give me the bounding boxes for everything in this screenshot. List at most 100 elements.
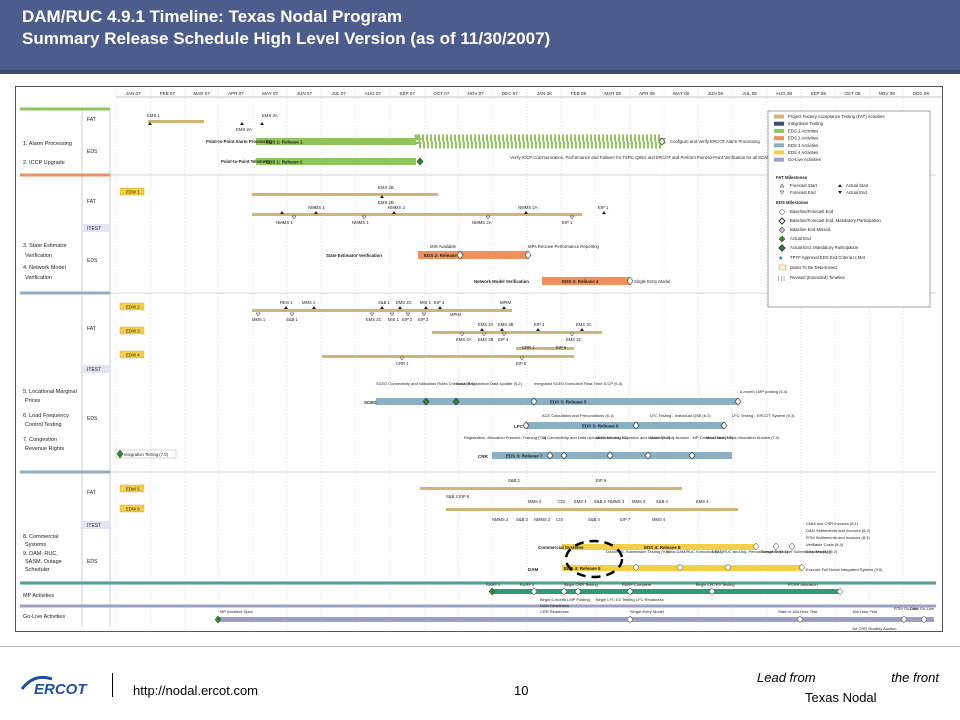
svg-text:EIP 3: EIP 3 [434,300,445,305]
section-nm-1: 4. Network Model [23,265,66,271]
month-label: MAY 07 [262,91,278,96]
label-p2p-telemetry: Point-to-Point Telemetry [221,159,271,164]
phase-fat-1: FAT [87,117,96,123]
bar-label-eds1-r1: EDS 1: Release 1 [266,140,303,145]
svg-text:MMS 4: MMS 4 [652,517,666,522]
label-ace-calc: ACE Calculation and Preconditions (6.1) [542,413,614,418]
svg-text:S&B 2 EIP 6: S&B 2 EIP 6 [446,494,470,499]
svg-text:ERCOT: ERCOT [34,681,88,698]
label-pcrr: PCRR Allocation [788,582,818,587]
legend-m7: Dates To Be Determined [790,265,837,270]
svg-text:MMS 2: MMS 2 [528,499,542,504]
svg-text:EDW 6: EDW 6 [126,507,140,512]
month-label: DEC 08 [913,91,930,96]
bar-eds1-release1-ext [414,134,666,149]
legend-swatch [774,157,784,162]
svg-text:EIP 3: EIP 3 [418,317,429,322]
phase-eds-3: EDS [87,416,98,422]
month-label: SEP 07 [399,91,415,96]
month-label: MAY 08 [673,91,689,96]
svg-text:S&B 3: S&B 3 [594,499,607,504]
bar-eds1-release1 [256,138,416,145]
legend-item-label: EDS 2 Activities [788,136,818,141]
svg-text:NMMS 1: NMMS 1 [276,220,293,225]
highlight-circle [564,539,624,579]
month-label: APR 07 [228,91,244,96]
svg-text:EMS 3A: EMS 3A [456,337,472,342]
legend-item-label: EDS 4 Activities [788,150,818,155]
edw1-box [119,187,145,196]
legend-swatch [774,136,784,141]
svg-text:EDW 2: EDW 2 [126,305,140,310]
month-label: FEB 07 [160,91,176,96]
footer-url[interactable]: http://nodal.ercot.com [133,683,259,698]
month-label: OCT 07 [433,91,449,96]
section-se-2: Verification [25,253,52,259]
svg-text:NMMS 3: NMMS 3 [534,517,551,522]
legend-eds-heading: EDS Milestones [776,200,809,205]
svg-text:EDW 4: EDW 4 [126,353,140,358]
svg-text:EMS 3B: EMS 3B [498,322,514,327]
label-commercial-systems: Commercial Systems [538,545,584,550]
legend: Project Factory Acceptance Testing (FAT)… [767,110,931,308]
section-cs-2: Systems [25,542,46,548]
section-se-1: 3. State Estimator [23,243,67,249]
page-number: 10 [514,683,529,698]
svg-text:MPIM: MPIM [450,312,461,317]
phase-eds-1: EDS [87,149,98,155]
month-label: AUG 08 [776,91,793,96]
slide-footer: ERCOT http://nodal.ercot.com 10 Lead fro… [0,646,960,720]
label-rtm-settle: RTM Settlements and Invoices (8.3) [806,535,870,540]
phase-itest-2: ITEST [87,367,101,373]
label-single-entry-model: Single-Entry Model [630,609,664,614]
svg-text:REG 1: REG 1 [280,300,293,305]
svg-text:EMS 3A: EMS 3A [478,322,494,327]
svg-text:EMS 2B: EMS 2B [378,200,394,205]
ercot-logo: ERCOT [20,671,94,699]
svg-text:EIP 2: EIP 2 [402,317,413,322]
fat-bar-ems1 [148,120,204,123]
bar-label-eds2-r3: EDS 2: Release 3 [424,253,461,258]
svg-text:S&B 1: S&B 1 [286,317,299,322]
tbd-swatch [778,264,787,271]
fat-bar-reg [252,309,512,312]
svg-text:EDW 5: EDW 5 [126,487,140,492]
bar-eds2-release3 [418,251,528,259]
section-crr-1: 7. Congestion [23,437,57,443]
month-label: NOV 08 [878,91,895,96]
svg-text:EIP 4: EIP 4 [498,337,509,342]
label-rarf-complete: RARF Complete [622,582,652,587]
svg-text:EIP 5: EIP 5 [556,345,567,350]
label-outage: Outage Scheduler Submission Testing (9.2… [760,549,838,554]
section-lmp-1: 5. Locational Marginal [23,389,77,395]
label-lfc-ind: LFC Testing - Individual QSE (6.2) [650,413,711,418]
svg-text:EMS 2C: EMS 2C [366,317,382,322]
legend-m2: Baseline/Forecast End, Mandatory Partici… [790,218,881,223]
legend-fat-heading: FAT Milestones [776,175,808,180]
phase-fat-2: FAT [87,199,96,205]
section-iccp: 2. ICCP Upgrade [23,160,65,166]
label-sced-conn: SCED Connectivity and Validation Rules C… [376,381,476,386]
label-start-168: Start of 168-Hour Test [778,609,818,614]
legend-swatch [774,128,784,133]
legend-m3: Baseline End Missed [790,227,831,232]
svg-text:S&B 2: S&B 2 [508,478,521,483]
legend-item-label: EDS 3 Activities [788,143,818,148]
legend-m6: TPTF Approval EDS Exit Criteria Is Met [790,255,866,260]
legend-forecast-end: Forecast End [790,190,816,195]
label-sced: SCED [364,400,377,405]
label-disputes: Disputes (8.5) [806,549,832,554]
label-single-entry: Single Entry Model [634,279,670,284]
month-label: APR 08 [639,91,655,96]
bar-label-eds4-r8: EDS 4: Release 8 [644,545,681,550]
label-configure: Configure and Verify ERCOT Alarm Process… [670,139,760,144]
month-label: JUL 08 [742,91,757,96]
svg-text:NMMS 2A: NMMS 2A [518,205,538,210]
label-crr: CRR [478,454,488,459]
svg-text:NMMS 1: NMMS 1 [308,205,325,210]
month-label: JUN 08 [708,91,724,96]
label-integration-testing: Integration Testing (7.5) [124,452,169,457]
fat-bar-sb2 [420,487,682,490]
label-nodal-reg: Nodal Registration Data Update (5.2) [456,381,522,386]
